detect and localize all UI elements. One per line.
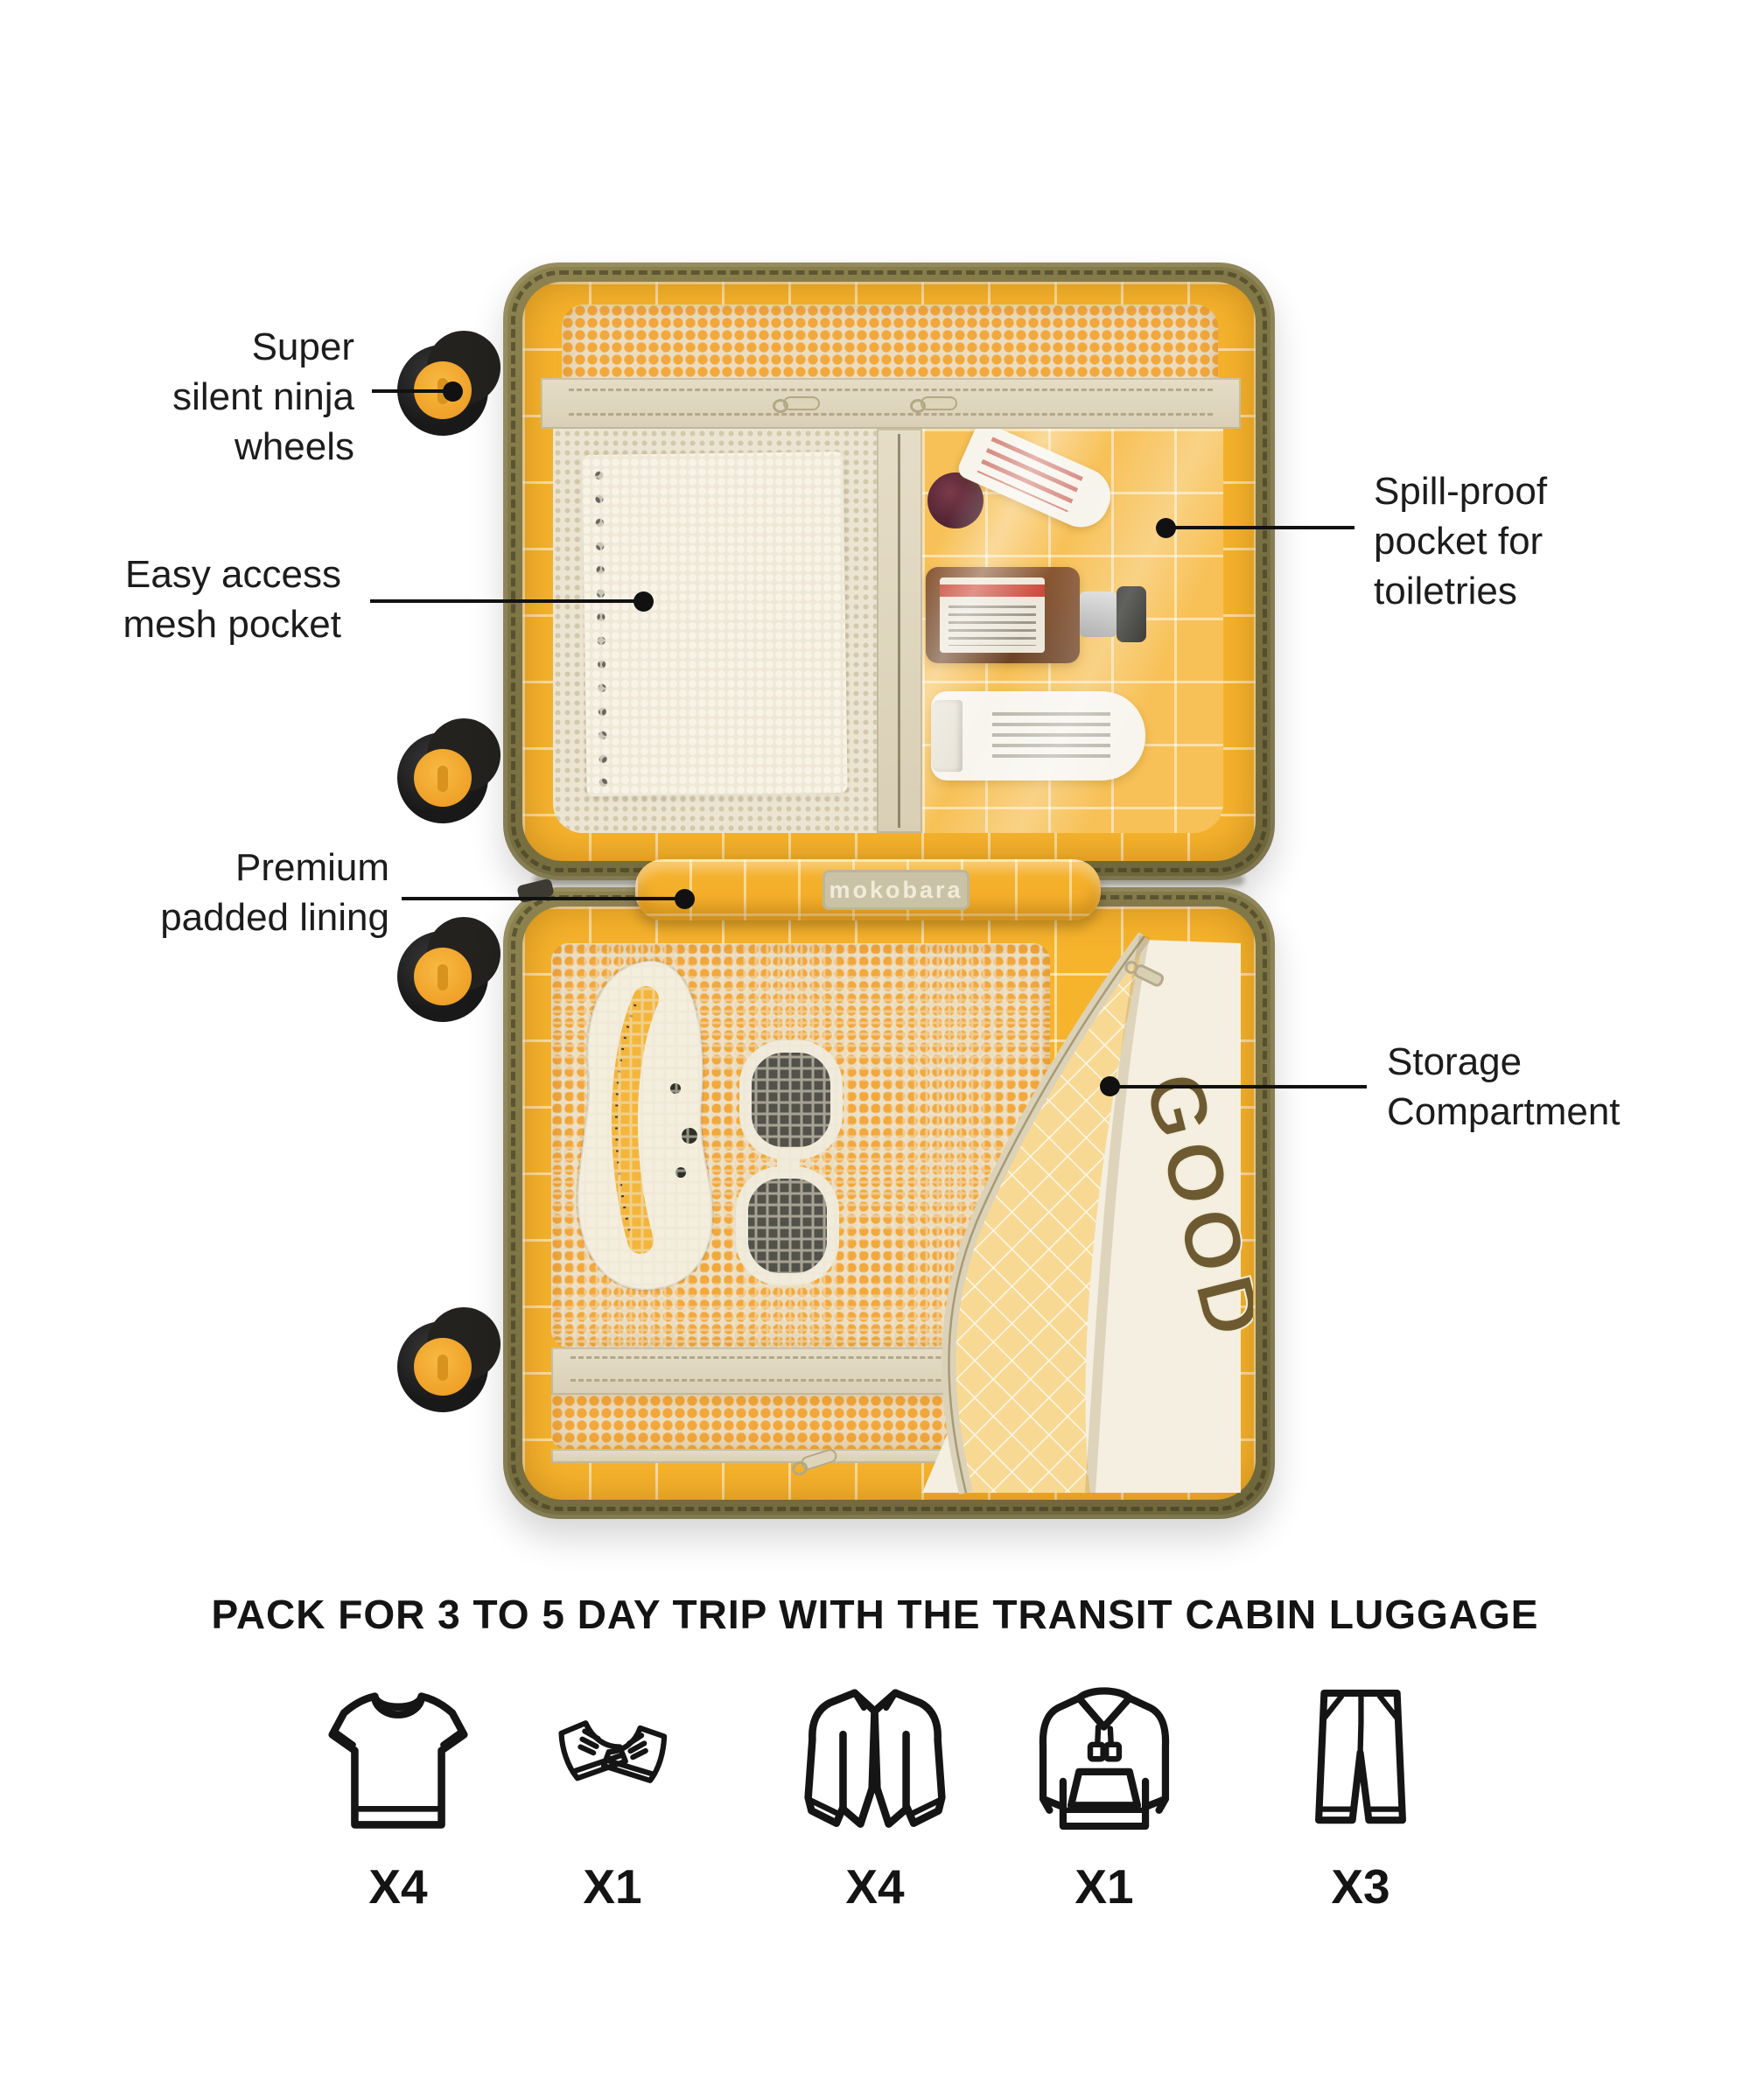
leader-line-storage: [1119, 1085, 1367, 1088]
leader-dot-mesh: [634, 592, 654, 612]
pack-count: X4: [368, 1859, 428, 1914]
notebook: [582, 451, 848, 797]
wheel-hub-slot: [438, 964, 448, 990]
flap-zipper-line: [948, 935, 1145, 1494]
stitch-line: [569, 388, 1213, 391]
pack-count: X1: [583, 1859, 642, 1914]
pack-item-hoodie: X1: [1004, 1676, 1205, 1914]
tube-label-text: [976, 437, 1083, 513]
pants-icon: [1260, 1676, 1461, 1846]
zipper-pull: [910, 396, 957, 413]
tube-cap: [931, 700, 962, 772]
wheel-hub-slot: [438, 1354, 448, 1381]
base-mesh-pocket: [551, 943, 1050, 1348]
toiletry-tube-angled: [955, 429, 1120, 536]
wheel-bottom-left: [397, 1307, 500, 1412]
pack-item-sneakers: X1: [512, 1676, 713, 1914]
suitcase-lid-shell: [503, 262, 1275, 880]
divider-zipper-line: [898, 434, 900, 828]
leader-dot-padding: [675, 889, 695, 909]
notebook-spiral: [589, 463, 613, 788]
bottle-label: [940, 578, 1045, 653]
pack-count: X3: [1331, 1859, 1390, 1914]
base-lining: [522, 906, 1256, 1500]
callout-storage: Storage Compartment: [1387, 1040, 1620, 1133]
wheel-mid-lower: [397, 917, 500, 1022]
wheel-top-left: [397, 331, 500, 436]
padded-divider-roll: mokobara: [635, 859, 1101, 920]
callout-spill-proof: Spill-proof pocket for toiletries: [1374, 470, 1548, 612]
leader-line-mesh: [370, 599, 643, 603]
pack-item-shirt: X4: [774, 1676, 976, 1914]
pack-item-tshirt: X4: [298, 1676, 499, 1914]
leader-line-wheels: [372, 389, 452, 393]
callout-mesh-pocket: Easy access mesh pocket: [122, 553, 341, 646]
lid-zipper-tape: [541, 378, 1241, 429]
zipper-pull: [1124, 961, 1165, 987]
hair-oil-bottle: [926, 567, 1080, 663]
toiletry-tube-horizontal: [931, 691, 1145, 780]
lid-lining: [522, 282, 1256, 861]
spill-proof-pocket: [922, 429, 1223, 833]
stitch-line: [570, 1379, 1005, 1382]
pack-count: X4: [845, 1859, 905, 1914]
shirt-icon: [774, 1676, 976, 1846]
zipper-pull: [773, 396, 820, 413]
pack-section-title: PACK FOR 3 TO 5 DAY TRIP WITH THE TRANSI…: [211, 1592, 1539, 1637]
callout-wheels: Super silent ninja wheels: [172, 326, 354, 468]
storage-flap: [948, 936, 1144, 1493]
bottle-cap: [1116, 586, 1146, 642]
suitcase-base-shell: [503, 887, 1275, 1519]
leader-dot-wheels: [443, 382, 463, 402]
sneakers-icon: [512, 1676, 713, 1846]
leader-dot-storage: [1100, 1076, 1120, 1096]
easy-access-mesh-pocket: [553, 429, 877, 833]
leader-line-padding: [402, 897, 684, 900]
pack-count: X1: [1074, 1859, 1134, 1914]
leader-line-spill: [1175, 526, 1354, 529]
flap-fold-shadow: [1085, 934, 1150, 1494]
leader-dot-spill: [1156, 518, 1176, 538]
base-binding: [551, 1449, 1041, 1463]
pocket-divider: [877, 429, 922, 833]
stitch-line: [569, 413, 1213, 416]
stitch-line: [570, 1356, 1005, 1359]
hoodie-icon: [1004, 1676, 1205, 1846]
callout-padded-lining: Premium padded lining: [160, 846, 389, 939]
storage-compartment-area: GOOD: [922, 933, 1253, 1494]
bottle-pump: [1080, 592, 1116, 637]
tshirt-icon: [298, 1676, 499, 1846]
pack-item-pants: X3: [1260, 1676, 1461, 1914]
wheel-hub-slot: [438, 766, 448, 792]
wheel-mid-upper: [397, 718, 500, 823]
tube-label-text: [992, 712, 1110, 760]
cosmetic-jar: [928, 472, 984, 528]
brand-label: mokobara: [822, 870, 970, 910]
